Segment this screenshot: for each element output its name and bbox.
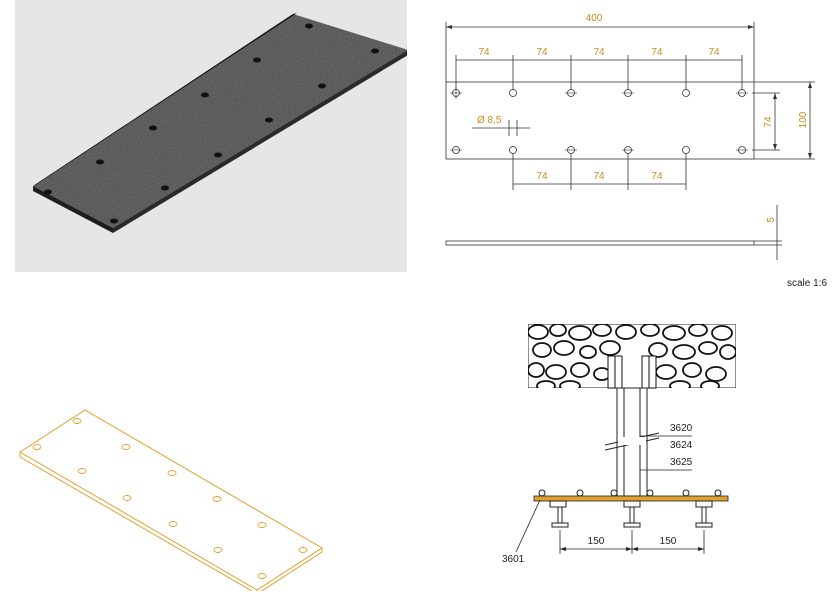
code-3625: 3625 xyxy=(670,457,693,468)
iso-holes xyxy=(32,418,308,579)
dim-150-right: 150 xyxy=(660,536,677,547)
scale-note: scale 1:6 xyxy=(787,278,828,289)
dim-74-top-4: 74 xyxy=(651,47,663,58)
plate-photo xyxy=(15,0,408,272)
plate-front-edge xyxy=(113,50,408,233)
dim-74-top-3: 74 xyxy=(593,47,605,58)
dim-74-top-1: 74 xyxy=(478,47,490,58)
dim-74-bottom-3: 74 xyxy=(651,171,663,182)
plate-holes xyxy=(44,23,379,224)
plate-isometric xyxy=(0,300,420,595)
rails xyxy=(549,500,713,528)
plate-isometric-svg xyxy=(19,409,323,595)
dim-74-bottom-1: 74 xyxy=(536,171,548,182)
installation-drawing: 3620 3624 3625 150 150 3601 xyxy=(430,300,836,591)
dim-74-bottom-2: 74 xyxy=(593,171,605,182)
dim-400: 400 xyxy=(586,13,603,24)
dim-74-vertical: 74 xyxy=(763,116,774,128)
technical-drawing-svg: 400 74 74 74 74 74 74 74 74 Ø 8,5 74 100… xyxy=(445,13,815,260)
dim-74-top-5: 74 xyxy=(708,47,720,58)
technical-drawing: 400 74 74 74 74 74 74 74 74 Ø 8,5 74 100… xyxy=(430,0,836,290)
dim-100: 100 xyxy=(798,111,809,128)
gravel-block xyxy=(528,324,736,388)
code-3624: 3624 xyxy=(670,440,693,451)
plate-texture xyxy=(33,14,408,228)
dim-5: 5 xyxy=(766,217,777,223)
code-3620: 3620 xyxy=(670,423,693,434)
code-3601: 3601 xyxy=(502,554,525,565)
plate-bolts xyxy=(538,489,722,497)
anchor-bolts xyxy=(607,355,657,389)
plate-photo-svg xyxy=(33,13,408,233)
installation-drawing-svg: 3620 3624 3625 150 150 3601 xyxy=(502,324,736,565)
dim-74-top-2: 74 xyxy=(536,47,548,58)
dim-150-left: 150 xyxy=(588,536,605,547)
iso-plate-top xyxy=(19,409,323,591)
dim-hole-diameter: Ø 8,5 xyxy=(477,115,502,126)
plate-side-edge xyxy=(33,186,113,233)
plate-outline-top-view xyxy=(445,81,755,160)
plate-back-edge xyxy=(33,13,297,186)
installed-plate xyxy=(533,495,729,502)
plate-outline-side-view xyxy=(445,240,755,246)
